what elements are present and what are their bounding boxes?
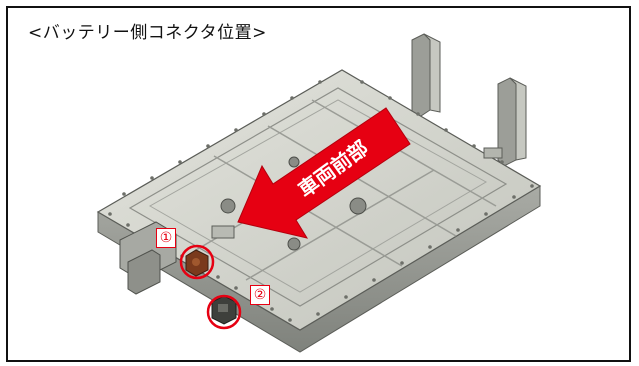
- connector-1: [185, 249, 209, 277]
- connector-highlight-circle-2: [206, 294, 242, 330]
- rear-bracket-left: [411, 33, 441, 119]
- front-direction-arrow: [237, 107, 411, 239]
- rear-bracket-right: [497, 77, 527, 167]
- callout-marker-1: ①: [156, 228, 176, 248]
- connector-highlight-circle-1: [179, 244, 215, 280]
- callout-marker-2: ②: [250, 285, 270, 305]
- page-title: <バッテリー側コネクタ位置>: [28, 23, 267, 43]
- pack-fixtures: [220, 147, 503, 251]
- connector-2: [211, 295, 237, 325]
